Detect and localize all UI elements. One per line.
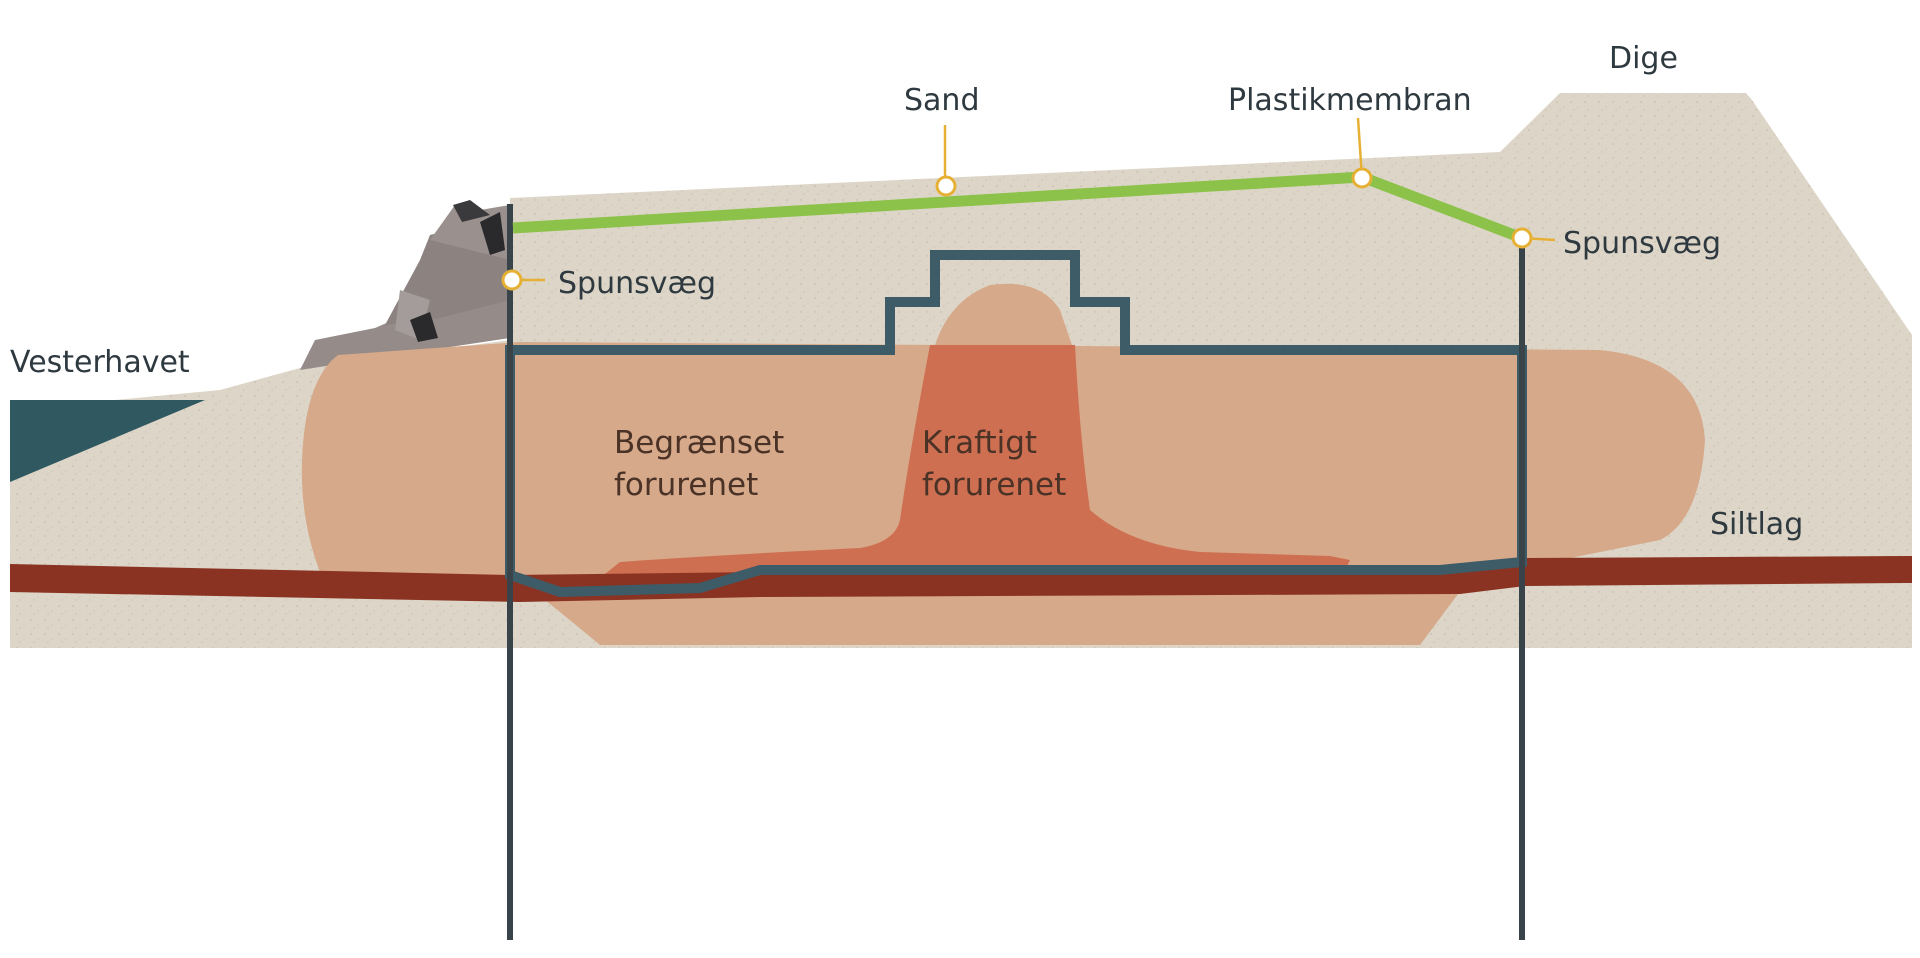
label-heavy-zone-line-1: Kraftigt <box>922 425 1037 461</box>
heavy-contamination-zone <box>600 345 1350 580</box>
rock-revetment <box>300 200 510 370</box>
heavy-contamination-peak <box>935 283 1072 345</box>
label-sand: Sand <box>904 83 979 118</box>
containment-wall <box>505 250 1527 598</box>
marker-sand <box>935 175 957 197</box>
label-sheet-pile-left: Spunsvæg <box>558 266 716 301</box>
label-membrane: Plastikmembran <box>1228 83 1472 118</box>
label-sea: Vesterhavet <box>10 345 190 380</box>
markers <box>501 167 1533 291</box>
marker-membrane <box>1351 167 1373 189</box>
sea-water <box>10 400 205 482</box>
label-moderate-zone-line-2: forurenet <box>614 467 758 503</box>
label-silt-layer: Siltlag <box>1710 507 1803 542</box>
label-moderate-zone-line-1: Begrænset <box>614 425 784 461</box>
label-heavy-zone-line-2: forurenet <box>922 467 1066 503</box>
label-sheet-pile-right: Spunsvæg <box>1563 226 1721 261</box>
marker-sheet-pile-right <box>1511 227 1533 249</box>
label-dike: Dige <box>1609 41 1678 76</box>
marker-sheet-pile-left <box>501 269 523 291</box>
